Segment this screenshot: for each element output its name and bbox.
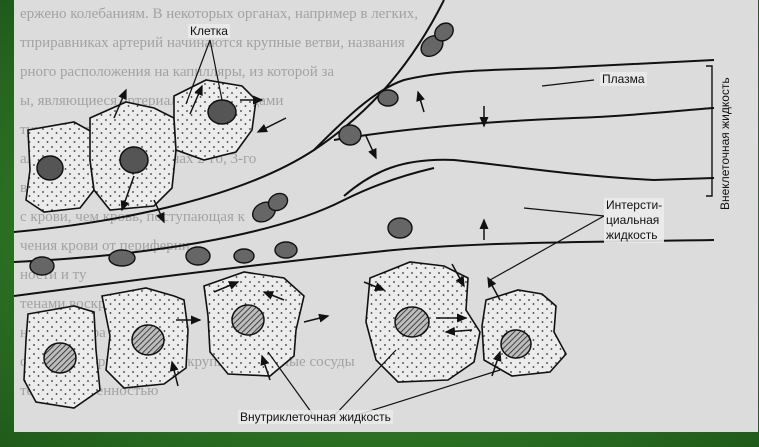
textbook-page: ержено колебаниям. В некоторых органах, … <box>14 0 758 432</box>
nucleus <box>37 156 63 180</box>
rbc <box>186 247 210 265</box>
rbc <box>339 125 361 145</box>
interstitial-label-line: циальная <box>606 213 662 228</box>
plasma-label: Плазма <box>600 72 647 86</box>
nucleus <box>120 147 148 173</box>
interstitial-label-line: жидкость <box>606 228 662 243</box>
interstitial-fluid-label: Интерсти- циальная жидкость <box>604 198 664 243</box>
nucleus <box>395 307 429 337</box>
nucleus <box>232 305 264 335</box>
nucleus <box>44 343 76 373</box>
intracellular-fluid-label: Внутриклеточная жидкость <box>238 410 393 424</box>
rbc <box>109 250 135 266</box>
rbc <box>388 218 412 238</box>
nucleus <box>132 325 164 355</box>
rbc <box>30 257 54 275</box>
nucleus <box>208 100 236 124</box>
extracellular-fluid-label: Внеклеточная жидкость <box>718 77 732 210</box>
rbc <box>378 90 398 106</box>
rbc <box>275 242 297 258</box>
nucleus <box>501 330 531 358</box>
cell-label: Клетка <box>188 24 230 38</box>
interstitial-label-line: Интерсти- <box>606 198 662 213</box>
rbc <box>234 249 254 263</box>
